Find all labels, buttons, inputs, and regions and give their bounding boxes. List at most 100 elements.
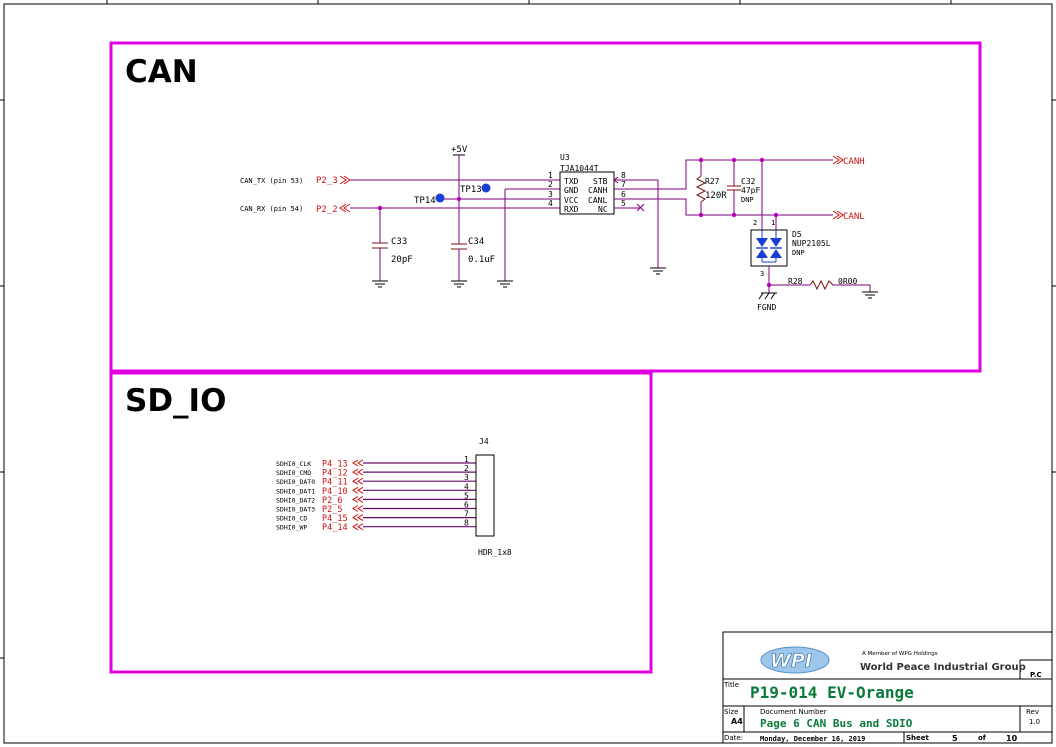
size-value: A4: [731, 717, 743, 726]
canl-port: CANL: [843, 212, 865, 222]
r27-ref: R27: [705, 177, 720, 186]
rx-port-arrow: [339, 203, 351, 213]
sdio-port-label: P4_11: [322, 478, 348, 488]
d5-diode-pair: [756, 230, 782, 263]
can-rx-net-label: CAN_RX (pin 54): [240, 205, 303, 213]
of-label: of: [978, 734, 987, 742]
pc-label: P.C: [1030, 671, 1042, 679]
sdio-net-label: SDHI0_CMD: [276, 469, 311, 477]
j4-pin-num: 3: [464, 473, 469, 482]
tp13-dot: [481, 183, 491, 193]
sdio-port-arrow: [352, 523, 364, 531]
canl-wire: [614, 198, 833, 216]
j4-pin-num: 2: [464, 464, 469, 473]
r27-body: [695, 175, 707, 203]
sdio-port-label: P4_14: [322, 523, 348, 533]
u3-pin-num: 3: [548, 190, 553, 199]
j4-pin-num: 4: [464, 482, 469, 491]
j4-pin-num: 1: [464, 455, 469, 464]
j4-part: HDR_1x8: [478, 548, 512, 557]
u3-part: TJA1044T: [560, 164, 599, 173]
sdio-net-label: SDHI0_DAT2: [276, 496, 315, 504]
u3-ref: U3: [560, 153, 570, 162]
c33-ref: C33: [391, 237, 407, 247]
c33-value: 20pF: [391, 255, 413, 265]
j4-ref: J4: [479, 437, 489, 446]
ground-symbol-u3: [497, 280, 513, 288]
sdio-net-label: SDHI0_DAT0: [276, 478, 315, 486]
date-value: Monday, December 16, 2019: [760, 735, 865, 743]
u3-pin-name: NC: [598, 205, 608, 214]
j4-body: [475, 454, 495, 537]
canh-port: CANH: [843, 157, 865, 167]
can-rx-port: P2_2: [316, 205, 338, 215]
canh-wire: [614, 159, 833, 190]
sdio-net-label: SDHI0_WP: [276, 524, 307, 532]
sdio-port-arrow: [352, 477, 364, 485]
can-tx-port: P2_3: [316, 176, 338, 186]
u3-pin-name: RXD: [564, 205, 579, 214]
sdio-net-label: SDHI0_DAT1: [276, 487, 315, 495]
canl-port-arrow: [832, 210, 844, 220]
d5-ref: D5: [792, 230, 802, 239]
sdio-net-label: SDHI0_DAT3: [276, 506, 315, 514]
title-label: Title: [723, 681, 739, 689]
d5-pin-num: 3: [760, 270, 764, 278]
sdio-port-arrow: [352, 495, 364, 503]
frame-ticks: [0, 0, 1056, 659]
can-block-title: CAN: [125, 54, 198, 90]
u3-pin-name: STB: [593, 177, 608, 186]
c34-value: 0.1uF: [468, 255, 495, 265]
sdio-block-title: SD_IO: [125, 383, 226, 419]
u3-pin-name: CANL: [588, 196, 607, 205]
member-text: A Member of WPG Holdings: [862, 651, 938, 657]
size-label: Size: [724, 708, 738, 716]
d5-part: NUP2105L: [792, 239, 831, 248]
nc-cross: [636, 203, 645, 212]
date-label: Date:: [724, 734, 743, 742]
j4-pin-num: 8: [464, 519, 469, 528]
sdio-port-label: P4_12: [322, 469, 348, 479]
sheet-total: 10: [1006, 734, 1018, 743]
wpi-logo-text: WPI: [770, 650, 812, 672]
sdio-port-label: P4_15: [322, 514, 348, 524]
sdio-port-arrow: [352, 505, 364, 512]
sdio-port-arrow: [352, 468, 364, 476]
docnum-label: Document Number: [760, 708, 827, 716]
u3-pin-num: 1: [548, 171, 553, 180]
j4-pin-num: 6: [464, 501, 469, 510]
sheet-frame: [3, 3, 1053, 744]
tx-port-arrow: [339, 175, 351, 185]
sdio-port-arrow: [352, 486, 364, 494]
u3-pin-name: VCC: [564, 196, 579, 205]
docnum-value: Page 6 CAN Bus and SDIO: [760, 717, 913, 730]
sheet-label: Sheet: [906, 734, 930, 742]
sdio-port-label: P4_13: [322, 460, 348, 470]
canh-port-arrow: [832, 155, 844, 165]
sdio-port-arrow: [352, 459, 364, 467]
tp14-label: TP14: [414, 196, 436, 206]
title-block: [722, 631, 1053, 744]
d5-pin-num: 2: [753, 219, 757, 227]
j4-pin-num: 5: [464, 491, 469, 500]
u3-pin-num: 4: [548, 199, 553, 208]
supply-label: +5V: [451, 145, 468, 155]
sheet-number: 5: [952, 734, 958, 743]
stb-arrow: [613, 176, 619, 184]
r27-value: 120R: [705, 191, 727, 201]
u3-pin-num: 7: [621, 180, 626, 189]
can-tx-net-label: CAN_TX (pin 53): [240, 177, 303, 185]
company-name: World Peace Industrial Group: [860, 662, 1026, 673]
c32-ref: C32: [741, 177, 756, 186]
sdio-block-border: [109, 371, 653, 674]
u3-pin-num: 6: [621, 190, 626, 199]
ground-symbol-stb: [650, 267, 666, 275]
tp14-dot: [435, 193, 445, 203]
u3-body: [559, 171, 615, 215]
vcc-junction: [456, 196, 462, 202]
sdio-port-label: P2_6: [322, 496, 342, 506]
tp13-label: TP13: [460, 185, 482, 195]
c34-ref: C34: [468, 237, 484, 247]
